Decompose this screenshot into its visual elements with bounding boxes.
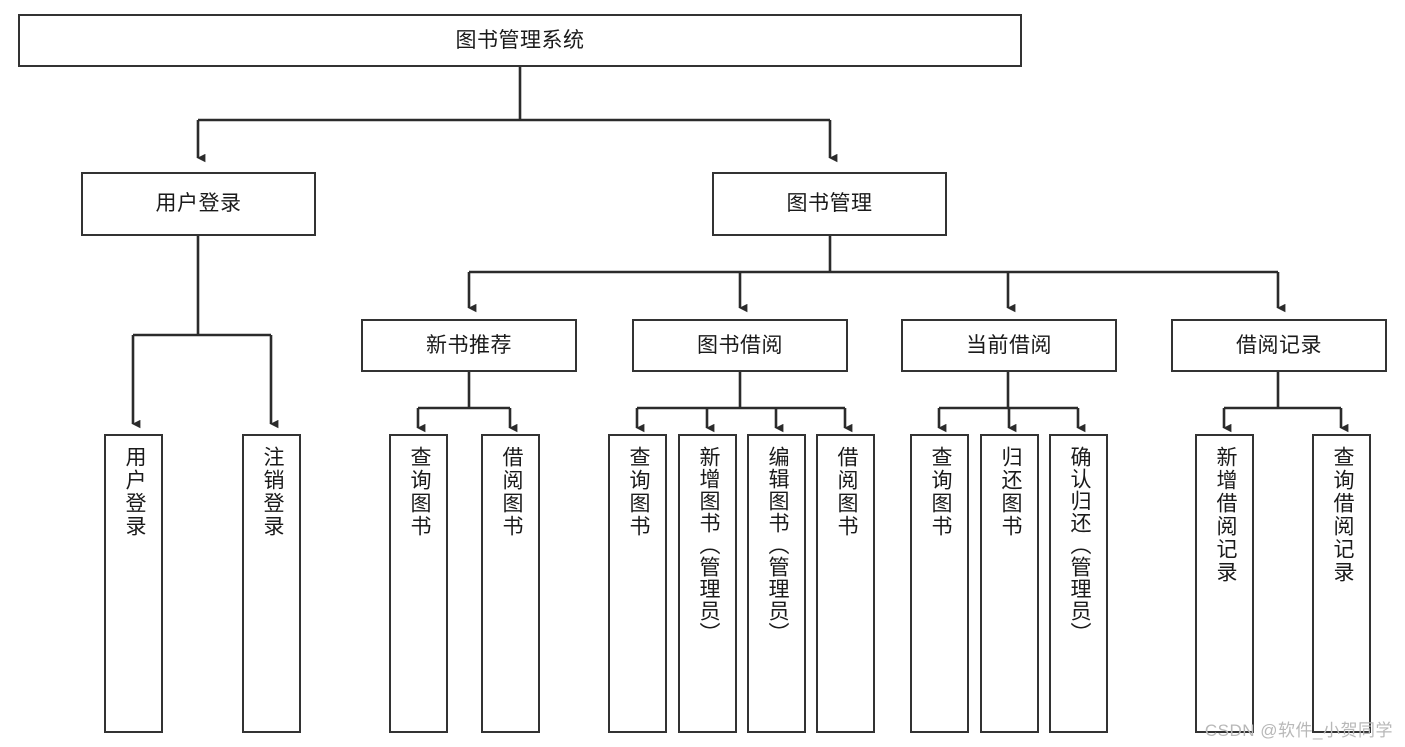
node-book-borrow-label: 图书借阅 [697, 333, 783, 357]
node-leaf-edit-book-label: 编辑图书（管理员） [765, 446, 789, 644]
node-leaf-logout-login-label: 注销登录 [260, 446, 284, 538]
node-leaf-user-login[interactable]: 用户登录 [104, 434, 163, 733]
node-leaf-borrow-book-2-label: 借阅图书 [834, 446, 858, 538]
node-leaf-query-book-3[interactable]: 查询图书 [910, 434, 969, 733]
node-borrow-record[interactable]: 借阅记录 [1171, 319, 1387, 372]
node-leaf-query-book-1[interactable]: 查询图书 [389, 434, 448, 733]
node-leaf-return-book[interactable]: 归还图书 [980, 434, 1039, 733]
node-current-borrow[interactable]: 当前借阅 [901, 319, 1117, 372]
node-user-login-label: 用户登录 [155, 192, 242, 216]
node-root-label: 图书管理系统 [455, 28, 585, 52]
node-user-login[interactable]: 用户登录 [81, 172, 316, 236]
node-leaf-add-book[interactable]: 新增图书（管理员） [678, 434, 737, 733]
node-leaf-borrow-book-2[interactable]: 借阅图书 [816, 434, 875, 733]
node-leaf-confirm-return-label: 确认归还（管理员） [1067, 446, 1091, 644]
node-leaf-add-record-label: 新增借阅记录 [1213, 446, 1237, 584]
watermark-text: CSDN @软件_小贺同学 [1204, 721, 1393, 740]
node-leaf-query-book-2-label: 查询图书 [626, 446, 650, 538]
node-root[interactable]: 图书管理系统 [18, 14, 1022, 67]
node-leaf-logout-login[interactable]: 注销登录 [242, 434, 301, 733]
node-book-management-label: 图书管理 [786, 192, 873, 216]
node-book-borrow[interactable]: 图书借阅 [632, 319, 848, 372]
node-leaf-query-book-3-label: 查询图书 [928, 446, 952, 538]
node-book-management[interactable]: 图书管理 [712, 172, 947, 236]
node-leaf-borrow-book-1-label: 借阅图书 [499, 446, 523, 538]
node-leaf-query-book-2[interactable]: 查询图书 [608, 434, 667, 733]
node-leaf-return-book-label: 归还图书 [998, 446, 1022, 538]
node-current-borrow-label: 当前借阅 [966, 333, 1052, 357]
node-new-book-recommend-label: 新书推荐 [426, 333, 512, 357]
node-leaf-query-record-label: 查询借阅记录 [1330, 446, 1354, 584]
node-leaf-confirm-return[interactable]: 确认归还（管理员） [1049, 434, 1108, 733]
node-leaf-query-record[interactable]: 查询借阅记录 [1312, 434, 1371, 733]
node-leaf-edit-book[interactable]: 编辑图书（管理员） [747, 434, 806, 733]
node-leaf-query-book-1-label: 查询图书 [407, 446, 431, 538]
node-borrow-record-label: 借阅记录 [1236, 333, 1322, 357]
node-leaf-add-record[interactable]: 新增借阅记录 [1195, 434, 1254, 733]
node-leaf-add-book-label: 新增图书（管理员） [696, 446, 720, 644]
node-leaf-borrow-book-1[interactable]: 借阅图书 [481, 434, 540, 733]
node-new-book-recommend[interactable]: 新书推荐 [361, 319, 577, 372]
node-leaf-user-login-label: 用户登录 [122, 446, 146, 538]
